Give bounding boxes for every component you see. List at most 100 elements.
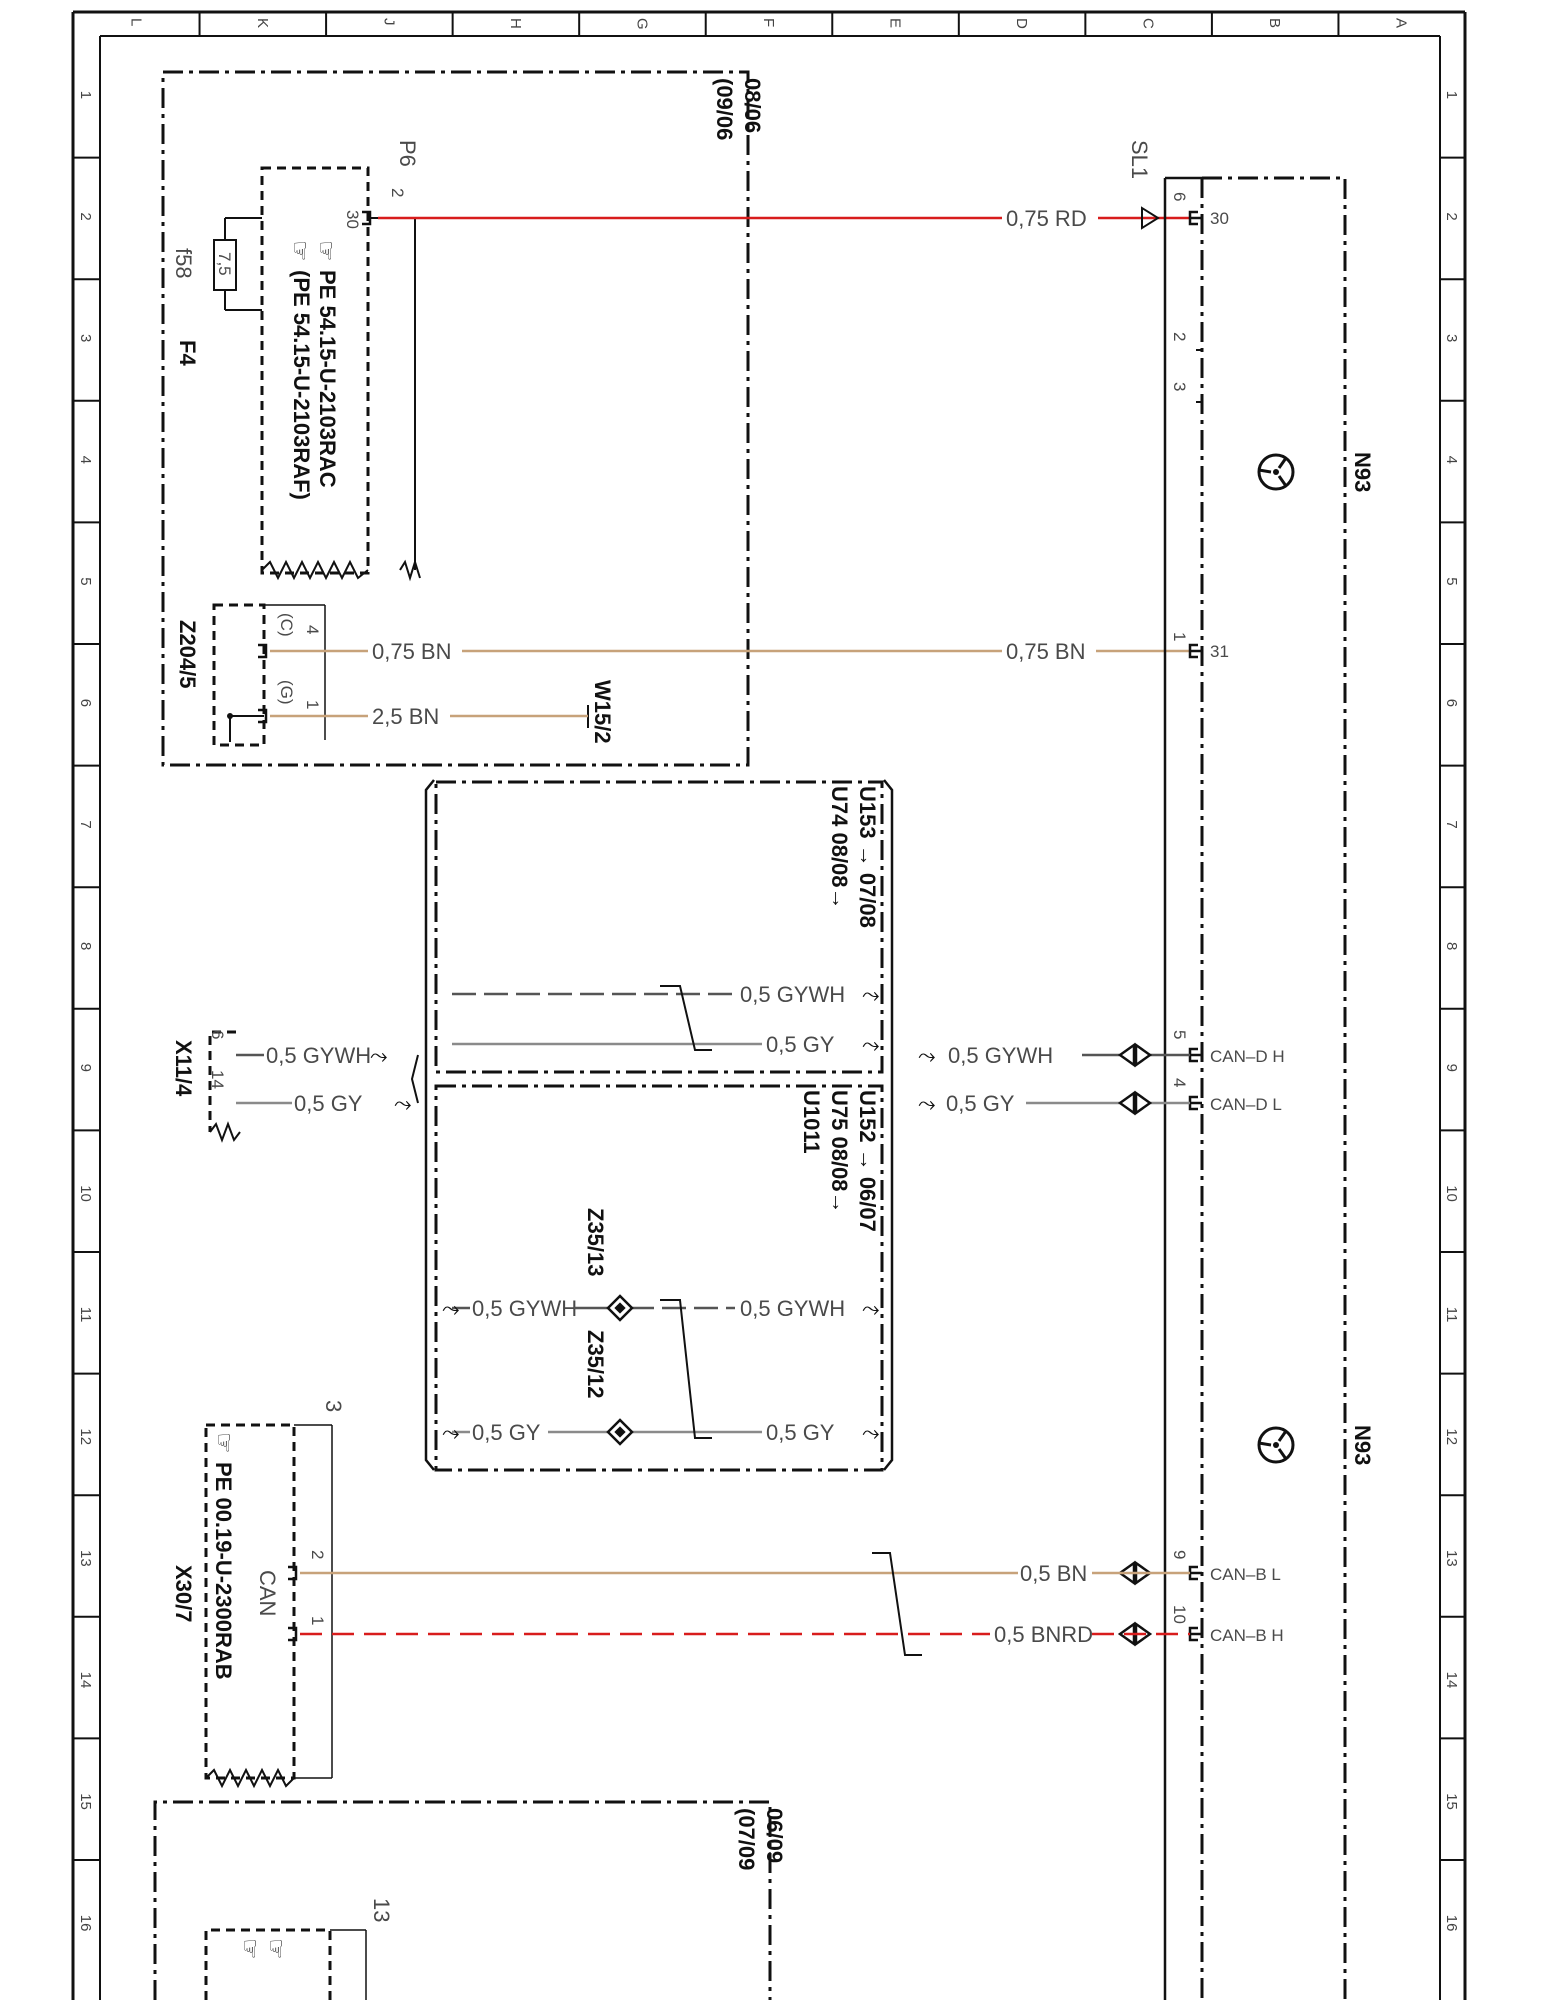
date-range-top-left-paren: (09/06 bbox=[712, 78, 737, 140]
connector-double-arrow-icon bbox=[1134, 1042, 1153, 1068]
connector-arrow-icon bbox=[1141, 206, 1160, 230]
x11-4-connector: X11/4 6 14 0,5 GYWH 0,5 GY ⤳ ⤳ bbox=[171, 1030, 419, 1143]
x11-pin-a: 6 bbox=[208, 1030, 227, 1039]
grid-row-label: 15 bbox=[1443, 1793, 1460, 1810]
wire-label-ground-bn-w15: 2,5 BN bbox=[372, 704, 439, 729]
grid-row-label: 16 bbox=[1443, 1915, 1460, 1932]
wire-label-cand-l-z35-right: 0,5 GY bbox=[766, 1420, 835, 1445]
module-box-top-left: 08/06 (09/06 7,5 f58 F4 30 2 P6 ☞ PE 54.… bbox=[161, 70, 765, 767]
x30-pin-a: 2 bbox=[308, 1550, 327, 1559]
pin-terminal bbox=[288, 1565, 298, 1581]
wire-label-cand-h-x11: 0,5 GYWH bbox=[266, 1043, 371, 1068]
grid-row-label: 13 bbox=[77, 1550, 94, 1567]
grid-row-label: 12 bbox=[1443, 1428, 1460, 1445]
can-d-main-wires: 0,5 GYWH 0,5 GY ⤳ ⤳ bbox=[918, 1042, 1190, 1647]
fuse-plug-ref: P6 bbox=[395, 140, 420, 167]
n93-ref-top: N93 bbox=[1350, 452, 1375, 492]
wire-label-power-rd: 0,75 RD bbox=[1006, 206, 1087, 231]
fuse-note-1: PE 54.15-U-2103RAC bbox=[315, 270, 340, 488]
grid-row-label: 3 bbox=[1443, 334, 1460, 342]
grid-row-label: 10 bbox=[1443, 1185, 1460, 1202]
grid-row-label: 1 bbox=[77, 91, 94, 99]
wire-end-arrow-icon: ⤳ bbox=[862, 1420, 880, 1445]
grid-row-label: 7 bbox=[1443, 820, 1460, 828]
grid-row-label: 6 bbox=[77, 699, 94, 707]
splice-z35-12-ref: Z35/12 bbox=[583, 1330, 608, 1399]
wire-label-ground-bn-left: 0,75 BN bbox=[372, 639, 452, 664]
module-box-bottom: 06/09 (07/09 13 ☞ ☞ bbox=[153, 1800, 787, 2000]
can-d-box-top-line2: U74 08/08→ bbox=[827, 786, 852, 910]
pin-can-d-l: CAN–D L bbox=[1210, 1095, 1282, 1114]
wire-end-arrow-icon: ⤳ bbox=[370, 1043, 388, 1068]
can-d-box-bottom-line3: U1011 bbox=[799, 1090, 824, 1154]
grid-row-label: 13 bbox=[1443, 1550, 1460, 1567]
pin-sl1-2: 2 bbox=[1170, 332, 1189, 341]
pointer-icon: ☞ bbox=[262, 1938, 289, 1960]
wire-label-canb-h: 0,5 BNRD bbox=[994, 1622, 1093, 1647]
pin-can-b-l: CAN–B L bbox=[1210, 1565, 1281, 1584]
z204-pin-a-tag: (C) bbox=[277, 613, 296, 637]
steering-wheel-icon bbox=[1257, 453, 1295, 491]
grid-row-label: 11 bbox=[77, 1307, 94, 1323]
can-d-box-bottom-line2: U75 08/08→ bbox=[827, 1090, 852, 1214]
date-range-bottom: 06/09 bbox=[762, 1808, 787, 1863]
x30-index: 3 bbox=[321, 1400, 346, 1412]
wire-end-arrow-icon: ⤳ bbox=[862, 1296, 880, 1321]
can-d-box-top-line1: U153 → 07/08 bbox=[855, 786, 880, 928]
connector-double-arrow-icons bbox=[1117, 1042, 1153, 1647]
wire-label-cand-h-box-top: 0,5 GYWH bbox=[740, 982, 845, 1007]
pin-terminal bbox=[258, 708, 268, 724]
date-range-top-left: 08/06 bbox=[740, 78, 765, 133]
pin-sl1-6: 6 bbox=[1170, 192, 1189, 201]
grid-row-label: 2 bbox=[77, 212, 94, 220]
grid-column-label: B bbox=[1266, 18, 1283, 28]
pin-sl1-9: 9 bbox=[1170, 1550, 1189, 1559]
grid-row-label: 14 bbox=[77, 1672, 94, 1689]
wire-label-cand-h-z35-right: 0,5 GYWH bbox=[740, 1296, 845, 1321]
wire-end-arrow-icon: ⤳ bbox=[394, 1091, 412, 1116]
grid-row-label: 11 bbox=[1443, 1307, 1460, 1323]
fuse-id: f58 bbox=[171, 248, 196, 279]
ground-splice-z204-5 bbox=[212, 603, 266, 747]
wire-end-arrow-icon: ⤳ bbox=[862, 1032, 880, 1057]
wire-label-cand-l-main: 0,5 GY bbox=[946, 1091, 1015, 1116]
wire-label-cand-h-z35-left: 0,5 GYWH bbox=[472, 1296, 577, 1321]
grid-row-label: 5 bbox=[1443, 577, 1460, 585]
wire-label-ground-bn-right: 0,75 BN bbox=[1006, 639, 1086, 664]
n93-ref-bottom: N93 bbox=[1350, 1425, 1375, 1465]
wire-start-arrow-icon: ⤳ bbox=[918, 1043, 936, 1068]
wire-label-cand-l-x11: 0,5 GY bbox=[294, 1091, 363, 1116]
grid-row-label: 7 bbox=[77, 820, 94, 828]
pointer-icon: ☞ bbox=[210, 1432, 237, 1454]
pin-terminal bbox=[258, 643, 268, 659]
grid-column-label: C bbox=[1140, 18, 1157, 29]
pin-sl1-5: 5 bbox=[1170, 1030, 1189, 1039]
wire-start-arrow-icon: ⤳ bbox=[442, 1296, 460, 1321]
z204-pin-b-tag: (G) bbox=[277, 680, 296, 705]
fuse-value: 7,5 bbox=[215, 252, 234, 276]
grid-row-label: 12 bbox=[77, 1428, 94, 1445]
grid-row-label: 4 bbox=[77, 456, 94, 464]
pin-terminal bbox=[362, 210, 372, 226]
can-d-variant-boxes: U153 → 07/08 U74 08/08→ U152 → 06/07 U75… bbox=[424, 779, 894, 1472]
fuse-pin-in: 30 bbox=[343, 210, 362, 229]
x11-pin-b: 14 bbox=[208, 1070, 227, 1089]
pin-terminals bbox=[258, 210, 1202, 1642]
x30-7-connector: 3 CAN 2 1 ☞ PE 00.19-U-2300RAB X30/7 0,5… bbox=[171, 1400, 1190, 1789]
bottom-box-index: 13 bbox=[369, 1898, 394, 1922]
x30-pin-b: 1 bbox=[308, 1616, 327, 1625]
pointer-icon: ☞ bbox=[286, 240, 313, 262]
connector-double-arrow-icon bbox=[1117, 1042, 1136, 1068]
fuse-note-2: (PE 54.15-U-2103RAF) bbox=[289, 270, 314, 500]
grid-column-label: J bbox=[380, 18, 397, 26]
grid-column-label: F bbox=[760, 18, 777, 27]
w15-ref: W15/2 bbox=[590, 680, 615, 744]
sl1-ref: SL1 bbox=[1127, 140, 1152, 179]
fuse-pin-out: 2 bbox=[388, 188, 407, 197]
date-range-bottom-paren: (07/09 bbox=[734, 1808, 759, 1870]
z204-ref: Z204/5 bbox=[175, 620, 200, 689]
grid-column-label: E bbox=[887, 18, 904, 28]
